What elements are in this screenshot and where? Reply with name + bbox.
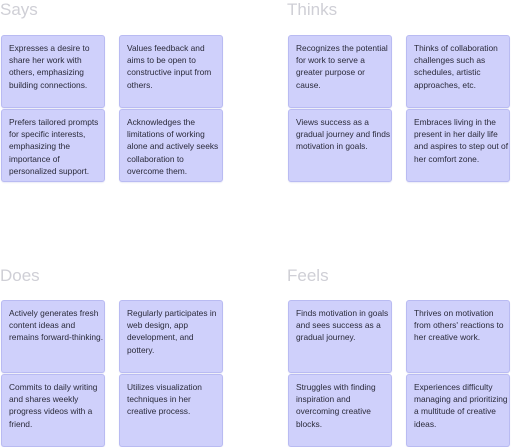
sticky-note[interactable]: Commits to daily writing and shares week… — [1, 374, 105, 447]
sticky-note-text: Actively generates fresh content ideas a… — [9, 308, 104, 343]
sticky-note[interactable]: Actively generates fresh content ideas a… — [1, 300, 105, 373]
sticky-note-text: Expresses a desire to share her work wit… — [9, 43, 90, 90]
sticky-note[interactable]: Prefers tailored prompts for specific in… — [1, 109, 105, 182]
sticky-note-text: Regularly participates in web design, ap… — [127, 308, 217, 355]
sticky-note[interactable]: Views success as a gradual journey and f… — [288, 109, 392, 182]
thinks-title: Thinks — [287, 0, 338, 19]
sticky-note[interactable]: Recognizes the potential for work to ser… — [288, 35, 392, 108]
says-title: Says — [0, 0, 38, 19]
sticky-note-text: Thinks of collaboration challenges such … — [414, 43, 498, 90]
sticky-note-text: Commits to daily writing and shares week… — [9, 382, 98, 429]
sticky-note-text: Values feedback and aims to be open to c… — [127, 43, 212, 90]
sticky-note[interactable]: Acknowledges the limitations of working … — [119, 109, 223, 182]
does-title: Does — [0, 266, 40, 285]
sticky-note-text: Utilizes visualization techniques in her… — [127, 382, 202, 417]
sticky-note-text: Thrives on motivation from others' react… — [414, 308, 504, 343]
sticky-note[interactable]: Regularly participates in web design, ap… — [119, 300, 223, 373]
sticky-note[interactable]: Embraces living in the present in her da… — [406, 109, 510, 182]
sticky-note[interactable]: Values feedback and aims to be open to c… — [119, 35, 223, 108]
sticky-note-text: Finds motivation in goals and sees succe… — [296, 308, 389, 343]
sticky-note-text: Views success as a gradual journey and f… — [296, 117, 391, 152]
sticky-note-text: Recognizes the potential for work to ser… — [296, 43, 388, 90]
feels-title: Feels — [287, 266, 329, 285]
sticky-note-text: Embraces living in the present in her da… — [414, 117, 509, 164]
sticky-note[interactable]: Thrives on motivation from others' react… — [406, 300, 510, 373]
sticky-note-text: Prefers tailored prompts for specific in… — [9, 117, 99, 176]
sticky-note-text: Acknowledges the limitations of working … — [127, 117, 219, 176]
sticky-note[interactable]: Finds motivation in goals and sees succe… — [288, 300, 392, 373]
sticky-note[interactable]: Utilizes visualization techniques in her… — [119, 374, 223, 447]
sticky-note[interactable]: Struggles with finding inspiration and o… — [288, 374, 392, 447]
sticky-note[interactable]: Expresses a desire to share her work wit… — [1, 35, 105, 108]
sticky-note-text: Experiences difficulty managing and prio… — [414, 382, 508, 429]
sticky-note[interactable]: Experiences difficulty managing and prio… — [406, 374, 510, 447]
sticky-note[interactable]: Thinks of collaboration challenges such … — [406, 35, 510, 108]
sticky-note-text: Struggles with finding inspiration and o… — [296, 382, 376, 429]
